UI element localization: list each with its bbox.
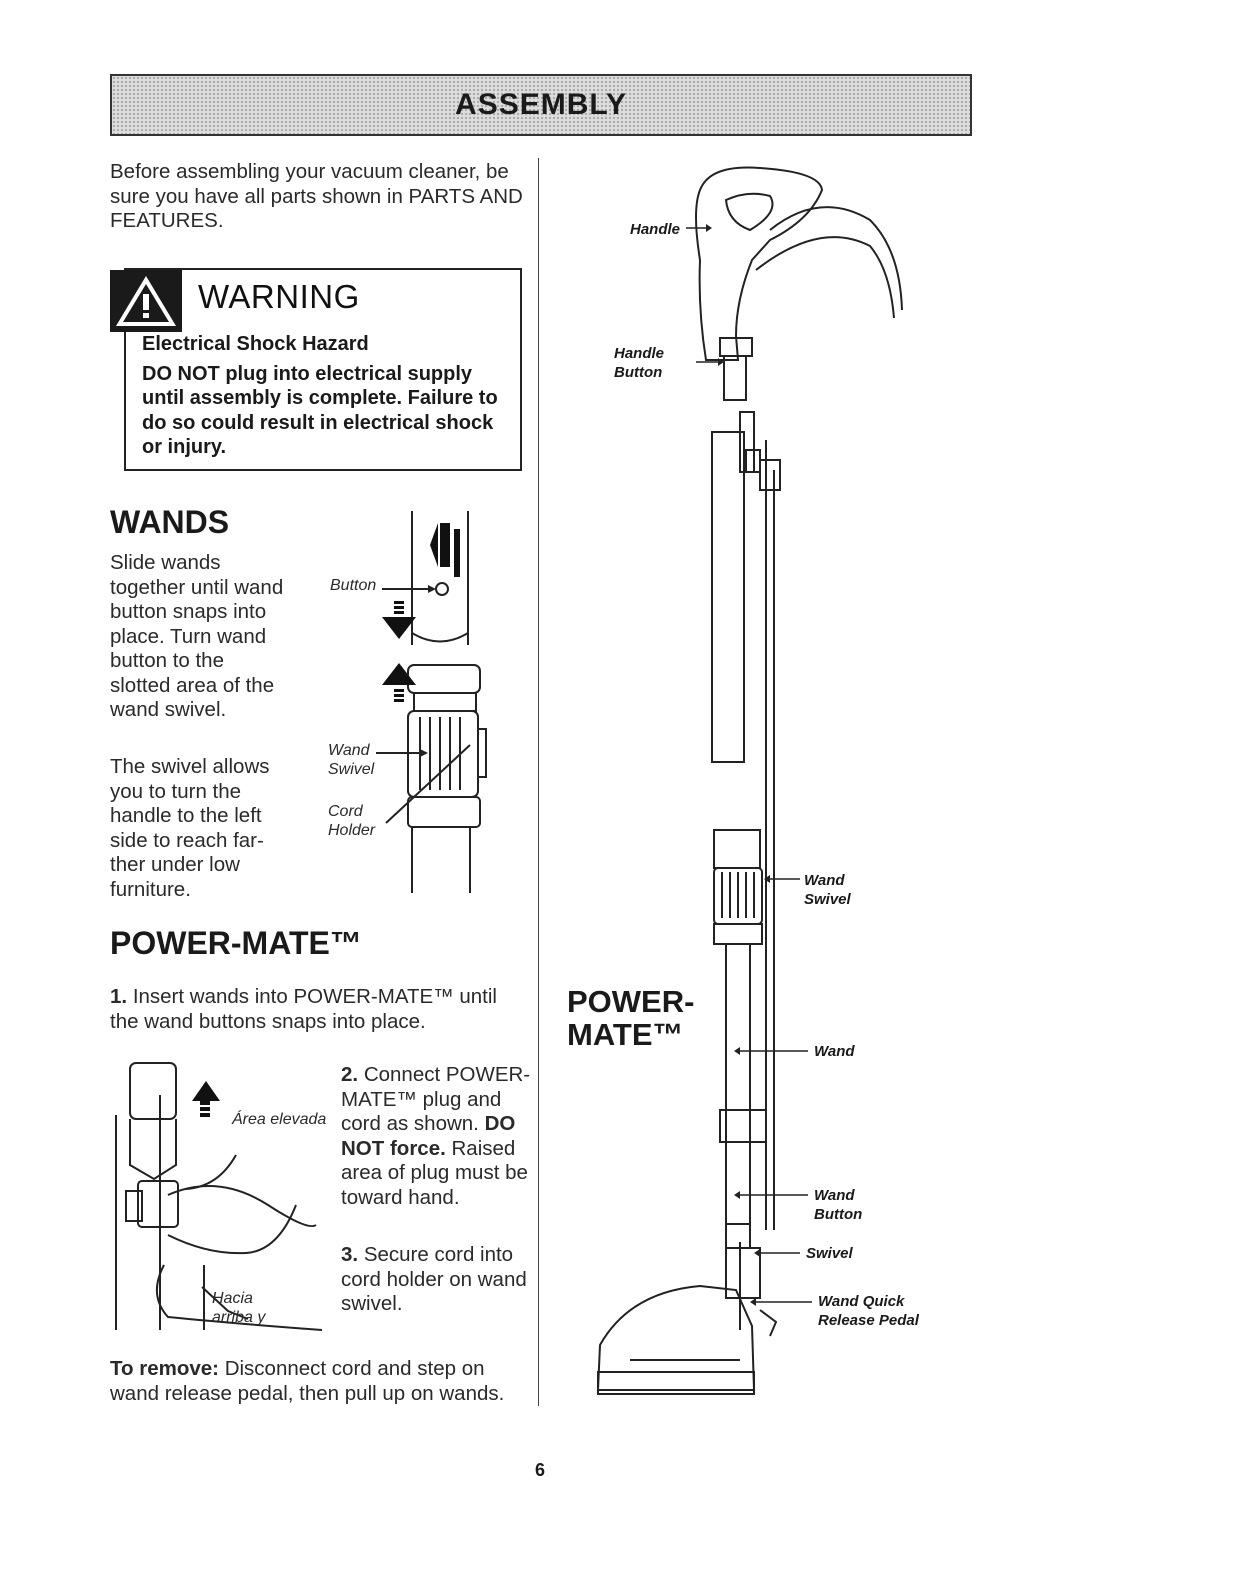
warning-body: Electrical Shock Hazard DO NOT plug into… <box>142 332 512 465</box>
hacia-arriba-label: Hacia arriba y <box>212 1290 266 1326</box>
warning-title: WARNING <box>198 278 360 315</box>
remove-text: Disconnect cord and step on wand release… <box>110 1357 505 1405</box>
section-header-bar: ASSEMBLY <box>110 74 972 136</box>
button-label: Button <box>330 577 377 594</box>
column-divider <box>538 158 539 1406</box>
page-number: 6 <box>534 1460 545 1480</box>
power-mate-step-2: 2. Connect POWER-MATE™ plug and cord as … <box>341 1063 531 1210</box>
intro-paragraph: Before assembling your vacuum cleaner, b… <box>110 160 523 232</box>
handle-label: Handle <box>630 221 681 238</box>
step-1-text: Insert wands into POWER-MATE™ until the … <box>110 985 497 1033</box>
wand-swivel-label-right: Wand Swivel <box>804 872 851 908</box>
warning-hazard: Electrical Shock Hazard <box>142 333 369 355</box>
wand-swivel-label: Wand Swivel <box>328 742 375 778</box>
power-mate-step-3: 3. Secure cord into cord holder on wand … <box>341 1243 531 1317</box>
remove-instruction: To remove: Disconnect cord and step on w… <box>110 1357 530 1406</box>
step-1-number: 1. <box>110 985 128 1008</box>
wand-label: Wand <box>814 1043 855 1060</box>
vacuum-assembly-diagram <box>596 166 903 1395</box>
step-3-number: 3. <box>341 1243 359 1266</box>
swivel-description: The swivel allows you to turn the handle… <box>110 755 270 901</box>
power-mate-step-1: 1. Insert wands into POWER-MATE™ until t… <box>110 985 530 1034</box>
cord-holder-label: Cord Holder <box>328 803 376 839</box>
warning-instruction: DO NOT plug into electrical supply until… <box>142 362 498 459</box>
wand-connection-diagram <box>376 511 487 893</box>
warning-icon <box>110 270 182 332</box>
step-3-text: Secure cord into cord holder on wand swi… <box>341 1243 527 1315</box>
warning-box <box>124 268 522 471</box>
quick-release-pedal-label: Wand Quick Release Pedal <box>818 1293 919 1329</box>
area-elevada-label: Área elevada <box>232 1111 327 1128</box>
step-2-warning: DO NOT force. <box>341 1112 516 1160</box>
step-2-text-b: Raised area of plug must be toward hand. <box>341 1136 528 1209</box>
remove-label: To remove: <box>110 1357 219 1380</box>
power-mate-side-heading: POWER-MATE™ <box>567 984 695 1052</box>
power-mate-heading: POWER-MATE™ <box>110 925 362 961</box>
handle-button-label: Handle Button <box>614 345 665 381</box>
wand-button-label: Wand Button <box>814 1187 863 1223</box>
plug-connection-diagram <box>115 1062 323 1331</box>
step-2-text-a: Connect POWER-MATE™ plug and cord as sho… <box>341 1063 531 1135</box>
wands-heading: WANDS <box>110 504 230 540</box>
wands-instruction: Slide wands together until wand button s… <box>110 551 284 721</box>
swivel-label: Swivel <box>806 1245 853 1262</box>
section-title: ASSEMBLY <box>455 88 627 121</box>
step-2-number: 2. <box>341 1063 359 1086</box>
